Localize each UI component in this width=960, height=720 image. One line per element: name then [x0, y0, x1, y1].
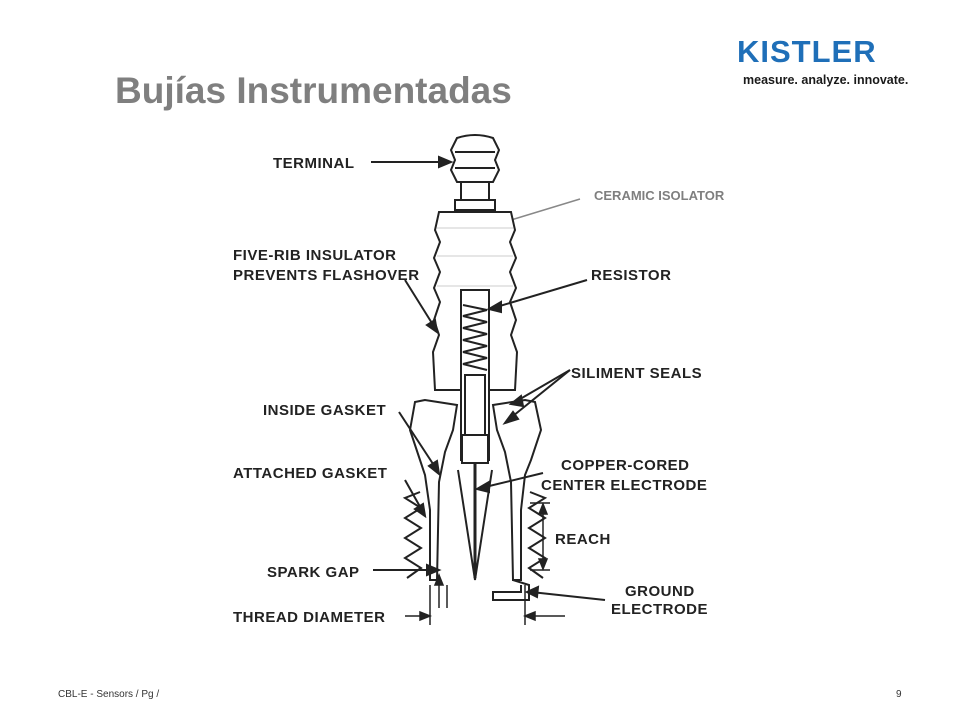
- spark-gap-marks: [433, 572, 448, 608]
- label-spark-gap: SPARK GAP: [267, 564, 360, 581]
- label-five-rib-1: FIVE-RIB INSULATOR: [233, 247, 396, 264]
- leader-arrows: [371, 155, 606, 601]
- label-thread-diameter: THREAD DIAMETER: [233, 609, 386, 626]
- ground-electrode-shape: [492, 579, 530, 601]
- thread-dimension: [405, 585, 565, 625]
- label-center-electrode: CENTER ELECTRODE: [541, 477, 707, 494]
- label-ground: GROUND: [625, 583, 695, 600]
- label-inside-gasket: INSIDE GASKET: [263, 402, 386, 419]
- ceramic-isolator-callout: CERAMIC ISOLATOR: [594, 188, 725, 203]
- footer-reference: CBL-E - Sensors / Pg /: [58, 689, 160, 700]
- center-bore: [460, 289, 490, 578]
- callout-line: [510, 198, 581, 221]
- logo-tagline: measure. analyze. innovate.: [743, 73, 909, 87]
- label-attached-gasket: ATTACHED GASKET: [233, 465, 387, 482]
- page-number: 9: [896, 689, 902, 700]
- label-copper-cored: COPPER-CORED: [561, 457, 690, 474]
- label-siliment-seals: SILIMENT SEALS: [571, 365, 702, 382]
- reach-dimension: [530, 501, 550, 572]
- label-reach: REACH: [555, 531, 611, 548]
- kistler-logo: KISTLER measure. analyze. innovate.: [737, 36, 912, 92]
- terminal-nut: [449, 134, 501, 211]
- logo-brand: KISTLER: [737, 34, 877, 69]
- label-resistor: RESISTOR: [591, 267, 671, 284]
- label-terminal: TERMINAL: [273, 155, 355, 172]
- label-five-rib-2: PREVENTS FLASHOVER: [233, 267, 420, 284]
- slide-title: Bujías Instrumentadas: [115, 70, 512, 111]
- label-ground-electrode: ELECTRODE: [611, 601, 708, 618]
- spark-plug-diagram: TERMINAL FIVE-RIB INSULATOR PREVENTS FLA…: [233, 134, 708, 626]
